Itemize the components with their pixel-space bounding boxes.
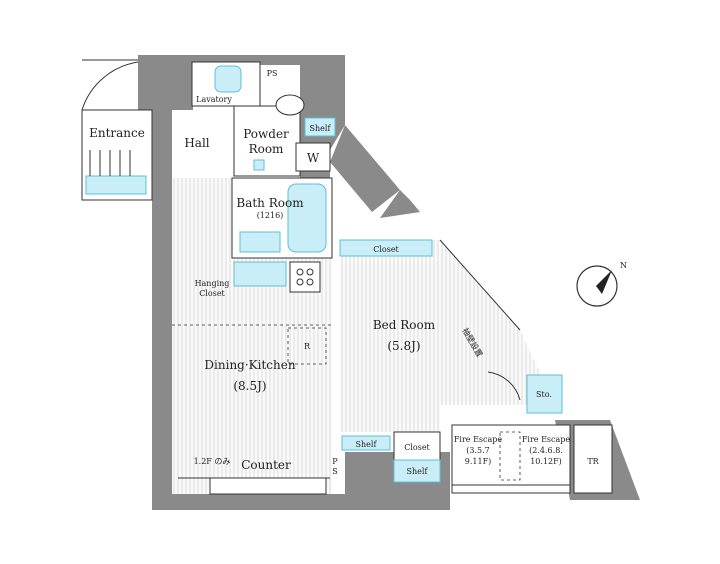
bed-room-label: Bed Room: [373, 318, 436, 332]
hall-label: Hall: [184, 136, 209, 150]
hanging-closet-label-2: Closet: [199, 289, 225, 298]
fire-escape-1-floors2: 9.11F): [465, 457, 491, 466]
ps-bottom-label-1: P: [332, 457, 338, 466]
lavatory-area: Lavatory PS: [191, 61, 278, 107]
fire-escape-1-floors: (3.5.7: [466, 446, 489, 455]
entrance-area: Entrance: [81, 59, 153, 201]
powder-room-label-1: Powder: [243, 127, 289, 141]
bottom-storage: Shelf Closet Shelf: [341, 431, 441, 483]
shelf-lower-label: Shelf: [407, 467, 429, 476]
fire-escape-2-label: Fire Escape: [522, 435, 571, 444]
compass-north-label: N: [620, 261, 627, 270]
compass: N: [576, 261, 627, 307]
dining-kitchen-area: R Dining·Kitchen (8.5J) 1.2F のみ Counter …: [172, 324, 338, 495]
tr-label: TR: [587, 457, 599, 466]
refrigerator-label: R: [304, 342, 311, 351]
fire-escapes: Fire Escape (3.5.7 9.11F) Fire Escape (2…: [451, 424, 613, 494]
fire-escape-2-floors: (2.4.6.8.: [529, 446, 563, 455]
hanging-closet-label-1: Hanging: [195, 279, 230, 288]
storage-label: Sto.: [536, 390, 552, 399]
shelf-bottom-label: Shelf: [356, 440, 378, 449]
closet-top-label: Closet: [373, 245, 399, 254]
bath-size-label: (1216): [257, 211, 284, 220]
entrance-label: Entrance: [89, 126, 145, 140]
bath-room-area: Bath Room (1216): [231, 177, 333, 259]
powder-room-label-2: Room: [249, 142, 284, 156]
bed-room-size: (5.8J): [387, 339, 420, 353]
counter-note: 1.2F のみ: [194, 457, 231, 466]
fire-escape-2-floors2: 10.12F): [530, 457, 562, 466]
ps-label: PS: [267, 69, 278, 78]
washer-label: W: [307, 151, 320, 165]
lavatory-label: Lavatory: [196, 95, 232, 104]
kitchen-utility: Hanging Closet: [195, 261, 321, 298]
dining-kitchen-size: (8.5J): [233, 379, 266, 393]
counter-label: Counter: [241, 458, 291, 472]
dining-kitchen-label: Dining·Kitchen: [204, 358, 295, 372]
powder-room-area: Powder Room Shelf W: [233, 94, 336, 177]
closet-bottom-label: Closet: [404, 443, 430, 452]
fire-escape-1-label: Fire Escape: [454, 435, 503, 444]
ps-bottom-label-2: S: [332, 467, 337, 476]
bath-room-label: Bath Room: [236, 196, 304, 210]
shelf-top-label: Shelf: [310, 124, 332, 133]
